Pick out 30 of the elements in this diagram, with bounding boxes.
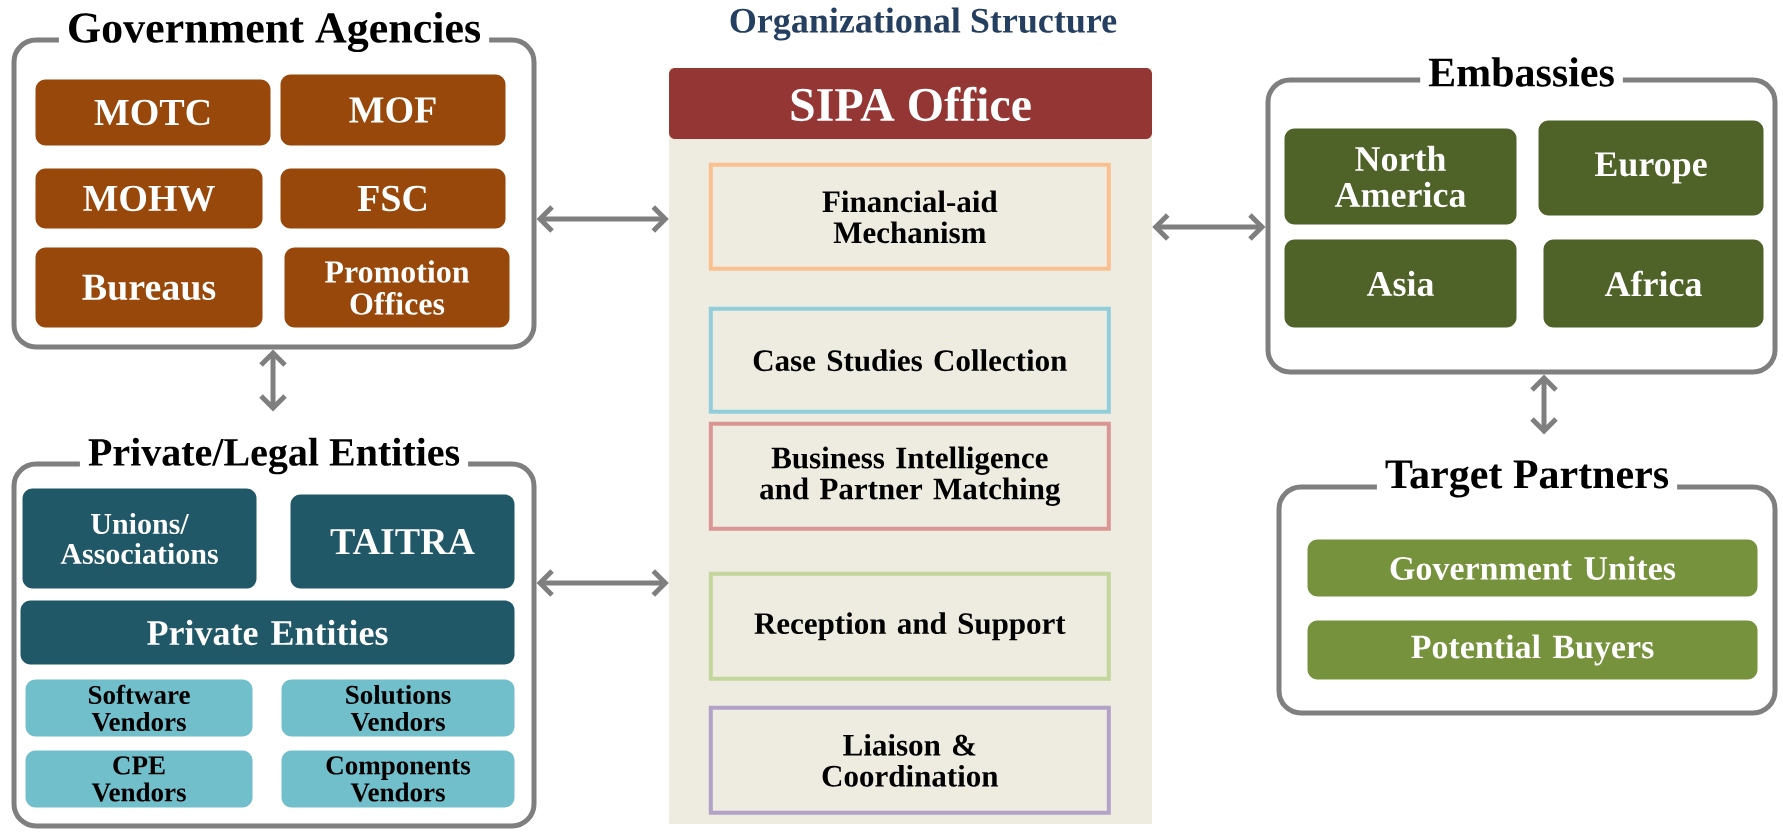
- label-box: Europe: [1538, 120, 1764, 216]
- label-box: Solutions Vendors: [281, 679, 515, 737]
- function-box: Business Intelligence and Partner Matching: [708, 421, 1111, 531]
- function-box: Liaison & Coordination: [708, 705, 1111, 815]
- label-box: Components Vendors: [281, 750, 515, 808]
- label-box: FSC: [280, 168, 506, 229]
- label-box: North America: [1284, 128, 1517, 225]
- function-box: Financial-aid Mechanism: [708, 162, 1111, 271]
- label-box: Potential Buyers: [1307, 620, 1758, 680]
- double-arrow: [1530, 374, 1558, 435]
- label-box: Africa: [1543, 239, 1764, 328]
- label-box: CPE Vendors: [25, 750, 253, 808]
- double-arrow: [536, 205, 669, 233]
- function-box: Case Studies Collection: [708, 306, 1111, 414]
- label-box: Private Entities: [20, 600, 515, 665]
- label-box: Government Unites: [1307, 539, 1758, 597]
- double-arrow: [1152, 213, 1266, 241]
- double-arrow: [259, 349, 287, 412]
- label-box: Software Vendors: [25, 679, 253, 737]
- function-box: Reception and Support: [708, 571, 1111, 681]
- label-box: Asia: [1284, 239, 1517, 328]
- label-box: MOTC: [35, 79, 271, 146]
- label-box: Promotion Offices: [284, 247, 510, 328]
- diagram-title: Organizational Structure: [730, 7, 1117, 41]
- double-arrow: [536, 569, 669, 597]
- label-box: TAITRA: [290, 494, 515, 589]
- label-box: MOF: [280, 74, 506, 146]
- label-box: MOHW: [35, 168, 263, 229]
- label-box: Bureaus: [35, 247, 263, 328]
- label-box: Unions/ Associations: [22, 488, 257, 589]
